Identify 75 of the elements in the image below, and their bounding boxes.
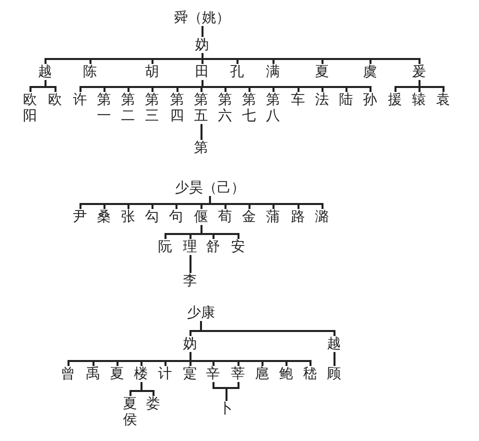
name-label: 鲍	[278, 366, 294, 382]
name-label: 妫	[182, 336, 198, 352]
tree-line	[140, 382, 154, 396]
name-label: 欧阳	[22, 92, 38, 124]
name-label: 尹	[72, 209, 88, 225]
name-label: 阮	[158, 239, 172, 255]
name-label: 潞	[314, 209, 330, 225]
name-label: 越	[38, 64, 52, 80]
name-label: 孔	[230, 64, 244, 80]
name-label: 金	[242, 209, 256, 225]
name-label: 娄	[146, 396, 160, 412]
tree-line	[202, 53, 420, 64]
name-label: 满	[266, 64, 280, 80]
name-label: 舒	[206, 239, 220, 255]
name-label: 夏侯	[122, 396, 138, 428]
tree-line	[334, 352, 336, 366]
tree-line	[418, 80, 444, 92]
name-label: 张	[120, 209, 136, 225]
name-label: 虞	[362, 64, 378, 80]
name-label: 桑	[96, 209, 112, 225]
name-label: 寔	[182, 366, 198, 382]
name-label: 曾	[60, 366, 76, 382]
name-label: 蒲	[266, 209, 280, 225]
name-label: 田	[194, 64, 210, 80]
name-label: 第八	[266, 92, 280, 124]
name-label: 楼	[134, 366, 148, 382]
name-label: 第一	[96, 92, 112, 124]
name-label: 偃	[194, 209, 208, 225]
name-label: 孙	[362, 92, 378, 108]
name-label: 辛	[206, 366, 220, 382]
name-label: 扈	[254, 366, 270, 382]
name-label: 第六	[218, 92, 232, 124]
name-label: 许	[72, 92, 88, 108]
tree-line	[202, 26, 204, 37]
name-label: 顾	[326, 366, 342, 382]
name-label: 第七	[242, 92, 256, 124]
name-label: 胡	[144, 64, 160, 80]
name-label: 勾	[144, 209, 160, 225]
name-label: 嵇	[302, 366, 318, 382]
name-label: 袁	[436, 92, 450, 108]
name-label: 第四	[170, 92, 184, 124]
name-label: 第二	[120, 92, 136, 124]
name-label: 欧	[48, 92, 62, 108]
tree-line	[200, 225, 240, 239]
tree-line	[190, 255, 192, 273]
name-label: 荀	[218, 209, 232, 225]
name-label: 陆	[338, 92, 354, 108]
name-label: 第五	[194, 92, 208, 124]
name-label: 援	[388, 92, 402, 108]
name-label: 理	[182, 239, 198, 255]
name-label: 辕	[412, 92, 426, 108]
name-label: 越	[326, 336, 342, 352]
name-label: 夏	[314, 64, 330, 80]
name-label: 禹	[86, 366, 100, 382]
name-label: 陈	[82, 64, 98, 80]
name-label: 夏	[110, 366, 124, 382]
name-label: 安	[230, 239, 246, 255]
name-label: 路	[290, 209, 306, 225]
name-label: 莘	[230, 366, 246, 382]
name-label: 爰	[412, 64, 426, 80]
name-label: 少康	[187, 305, 215, 321]
name-label: 第三	[144, 92, 160, 124]
tree-line	[200, 124, 202, 140]
name-label: 妫	[194, 37, 210, 53]
name-label: 卜	[218, 401, 234, 417]
name-label: 车	[290, 92, 306, 108]
name-label: 李	[182, 273, 198, 289]
name-label: 舜（姚）	[174, 10, 230, 26]
name-label: 计	[158, 366, 172, 382]
name-label: 少昊（己）	[175, 180, 245, 196]
name-label: 法	[314, 92, 330, 108]
name-label: 第	[194, 140, 208, 156]
tree-line	[200, 321, 336, 336]
tree-line	[226, 382, 240, 401]
name-label: 句	[168, 209, 184, 225]
